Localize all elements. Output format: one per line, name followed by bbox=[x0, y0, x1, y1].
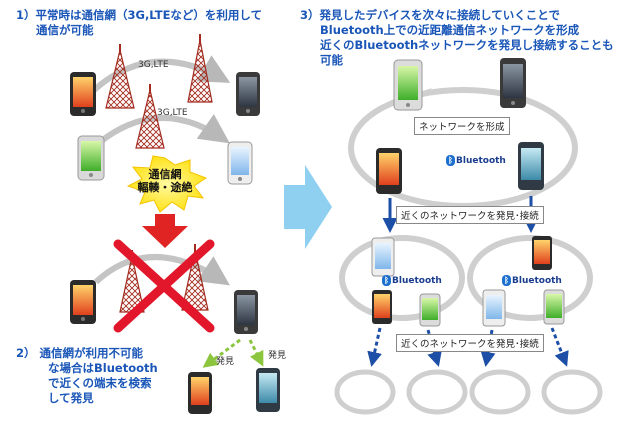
bluetooth-icon: ᛒ bbox=[502, 275, 511, 286]
ring-arrowhead bbox=[420, 88, 432, 97]
step3-heading-line2: Bluetooth上での近距離通信ネットワークを形成 bbox=[320, 23, 580, 37]
smartphone-dark-icon bbox=[236, 72, 260, 116]
form-network-label: ネットワークを形成 bbox=[414, 117, 510, 135]
smartphone-orange-icon bbox=[70, 280, 96, 324]
smartphone-white-icon bbox=[227, 141, 253, 185]
cross-mark-icon bbox=[113, 239, 215, 333]
outage-label-line2: 輻輳・途絶 bbox=[137, 181, 193, 194]
step1-heading-line1: 1）平常時は通信網（3G,LTEなど）を利用して bbox=[16, 8, 263, 22]
smartphone-orange-icon bbox=[532, 236, 552, 270]
bottom-right-network-ring bbox=[467, 235, 593, 321]
step2-heading-line1: 2） 通信網が利用不可能 bbox=[16, 346, 144, 360]
network-arc-arrows-faded bbox=[93, 254, 230, 286]
smartphone-orange-icon bbox=[188, 372, 212, 414]
cell-tower-icon bbox=[105, 44, 135, 109]
smartphone-teal-icon bbox=[256, 368, 280, 412]
step1-heading-line2: 通信が可能 bbox=[36, 23, 94, 37]
found-label-2: 発見 bbox=[268, 351, 287, 361]
bluetooth-text: Bluetooth bbox=[456, 156, 506, 166]
step3-heading-line1: 3）発見したデバイスを次々に接続していくことで bbox=[300, 8, 560, 22]
outage-burst-icon bbox=[126, 155, 208, 213]
bluetooth-icon: ᛒ bbox=[446, 155, 455, 166]
down-arrow-red-icon bbox=[142, 214, 188, 248]
discover-connect-label-2: 近くのネットワークを発見･接続 bbox=[396, 334, 544, 352]
smartphone-teal-icon bbox=[518, 142, 544, 190]
smartphone-green-icon bbox=[393, 59, 423, 111]
smartphone-green-icon bbox=[543, 289, 565, 325]
network-arc-arrows-top bbox=[89, 55, 231, 145]
smartphone-green-icon bbox=[77, 135, 105, 181]
smartphone-orange-icon bbox=[372, 290, 392, 324]
bottom-left-network-ring bbox=[339, 235, 465, 321]
discover-connect-label-1: 近くのネットワークを発見･接続 bbox=[396, 206, 544, 224]
discover-dashed-arrows bbox=[202, 338, 264, 368]
outage-label: 通信網 輻輳・途絶 bbox=[128, 168, 202, 194]
step2-heading-line3: で近くの端末を検索 bbox=[48, 376, 152, 390]
cell-tower-icon bbox=[187, 34, 213, 103]
smartphone-orange-icon bbox=[70, 72, 96, 116]
bluetooth-text: Bluetooth bbox=[512, 276, 562, 286]
step2-heading-line2: な場合はBluetooth bbox=[48, 361, 158, 375]
smartphone-dark-icon bbox=[500, 58, 526, 108]
smartphone-dark-icon bbox=[234, 290, 258, 334]
small-network-rings bbox=[334, 369, 603, 415]
cell-tower-icon bbox=[135, 84, 165, 149]
smartphone-green-icon bbox=[419, 293, 441, 327]
bluetooth-text: Bluetooth bbox=[392, 276, 442, 286]
big-right-arrow-icon bbox=[284, 165, 332, 249]
found-label-1: 発見 bbox=[216, 357, 235, 367]
outage-label-line1: 通信網 bbox=[148, 168, 182, 181]
bluetooth-icon: ᛒ bbox=[382, 275, 391, 286]
network-label-2: 3G,LTE bbox=[157, 108, 188, 118]
smartphone-white-icon bbox=[371, 237, 395, 277]
network-label-1: 3G,LTE bbox=[138, 60, 169, 70]
step2-heading-line4: して発見 bbox=[48, 391, 94, 405]
step3-heading-line3: 近くのBluetoothネットワークを発見し接続することも bbox=[320, 38, 614, 52]
smartphone-orange-icon bbox=[376, 148, 402, 194]
smartphone-white-icon bbox=[482, 289, 506, 327]
step3-heading-line4: 可能 bbox=[320, 53, 343, 67]
